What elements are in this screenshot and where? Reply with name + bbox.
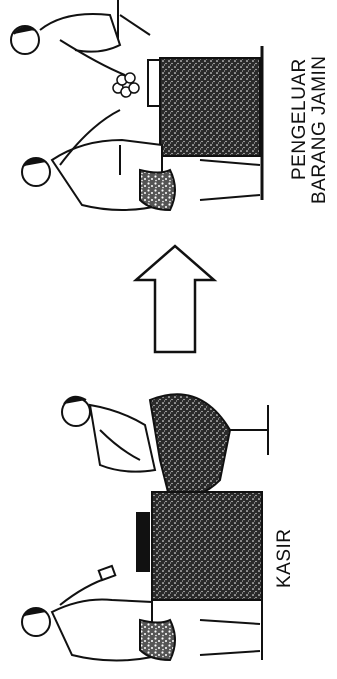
goods-release-scene	[11, 0, 262, 210]
pengeluar-label-line2: BARANG JAMIN	[310, 55, 330, 204]
cashier-desk	[152, 492, 262, 600]
cashier-chair	[150, 394, 230, 500]
kasir-label: KASIR	[275, 528, 295, 588]
release-clerk-figure	[11, 14, 150, 75]
cashier-scene	[22, 394, 268, 660]
cashier-figure	[62, 397, 155, 472]
flow-arrow-icon	[136, 246, 214, 352]
release-counter-top	[148, 60, 160, 106]
pawned-goods-icon	[113, 73, 139, 97]
pengeluar-label-line1: PENGELUAR	[290, 58, 310, 180]
release-counter	[160, 58, 260, 156]
cash-register	[136, 512, 150, 572]
